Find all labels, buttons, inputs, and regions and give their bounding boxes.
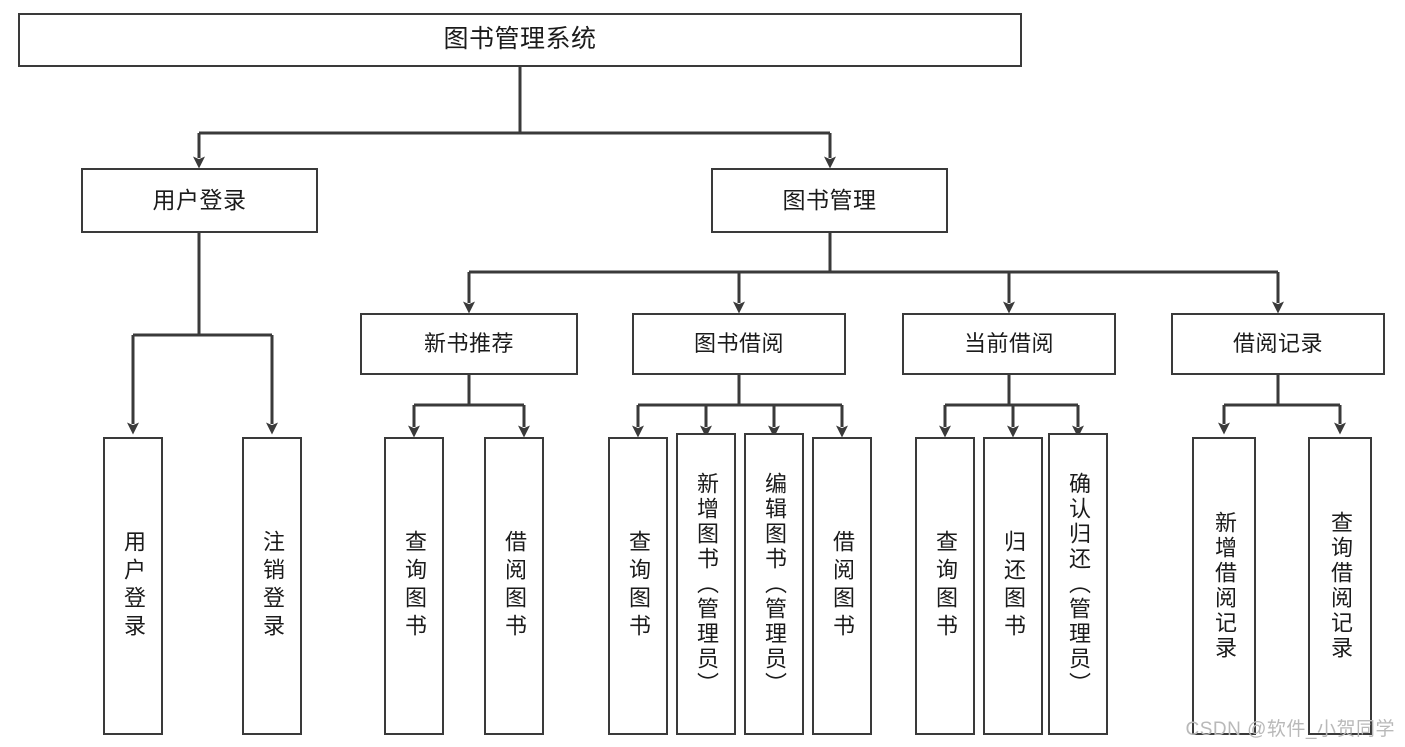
node-leaf-confirm-return-label: 确认归还（管理员） (1066, 471, 1091, 697)
node-user-login-label: 用户登录 (152, 186, 247, 213)
node-borrow-record-label: 借阅记录 (1232, 331, 1323, 357)
node-leaf-user-login[interactable]: 用户登录 (103, 437, 163, 735)
node-leaf-borrow-book-1[interactable]: 借阅图书 (484, 437, 544, 735)
node-leaf-add-record[interactable]: 新增借阅记录 (1192, 437, 1256, 735)
node-leaf-query-book-2[interactable]: 查询图书 (608, 437, 668, 735)
node-leaf-add-book-label: 新增图书（管理员） (694, 471, 719, 697)
node-leaf-query-book-2-label: 查询图书 (626, 530, 651, 642)
node-leaf-add-book[interactable]: 新增图书（管理员） (676, 433, 736, 735)
node-leaf-edit-book-label: 编辑图书（管理员） (762, 471, 787, 697)
node-leaf-logout-login[interactable]: 注销登录 (242, 437, 302, 735)
node-leaf-return-book-label: 归还图书 (1001, 530, 1026, 642)
node-leaf-return-book[interactable]: 归还图书 (983, 437, 1043, 735)
node-leaf-query-record-label: 查询借阅记录 (1328, 511, 1353, 661)
node-leaf-borrow-book-2[interactable]: 借阅图书 (812, 437, 872, 735)
watermark-text: CSDN @软件_小贺同学 (1185, 719, 1395, 740)
node-current-borrow[interactable]: 当前借阅 (902, 313, 1116, 375)
node-leaf-logout-login-label: 注销登录 (260, 530, 285, 642)
node-leaf-query-book-1[interactable]: 查询图书 (384, 437, 444, 735)
node-leaf-edit-book[interactable]: 编辑图书（管理员） (744, 433, 804, 735)
node-leaf-confirm-return[interactable]: 确认归还（管理员） (1048, 433, 1108, 735)
node-new-book-recommend-label: 新书推荐 (423, 331, 514, 357)
node-leaf-query-book-3-label: 查询图书 (933, 530, 958, 642)
node-leaf-query-book-3[interactable]: 查询图书 (915, 437, 975, 735)
node-leaf-query-book-1-label: 查询图书 (402, 530, 427, 642)
node-book-manage-label: 图书管理 (782, 186, 877, 213)
node-root-system-label: 图书管理系统 (443, 25, 597, 54)
node-current-borrow-label: 当前借阅 (963, 331, 1054, 357)
node-borrow-record[interactable]: 借阅记录 (1171, 313, 1385, 375)
node-root-system[interactable]: 图书管理系统 (18, 13, 1022, 67)
node-book-manage[interactable]: 图书管理 (711, 168, 948, 233)
node-leaf-add-record-label: 新增借阅记录 (1212, 511, 1237, 661)
node-new-book-recommend[interactable]: 新书推荐 (360, 313, 578, 375)
node-leaf-query-record[interactable]: 查询借阅记录 (1308, 437, 1372, 735)
node-leaf-user-login-label: 用户登录 (121, 530, 146, 642)
node-leaf-borrow-book-1-label: 借阅图书 (502, 530, 527, 642)
node-leaf-borrow-book-2-label: 借阅图书 (830, 530, 855, 642)
node-book-borrow-label: 图书借阅 (693, 331, 784, 357)
node-book-borrow[interactable]: 图书借阅 (632, 313, 846, 375)
node-user-login[interactable]: 用户登录 (81, 168, 318, 233)
